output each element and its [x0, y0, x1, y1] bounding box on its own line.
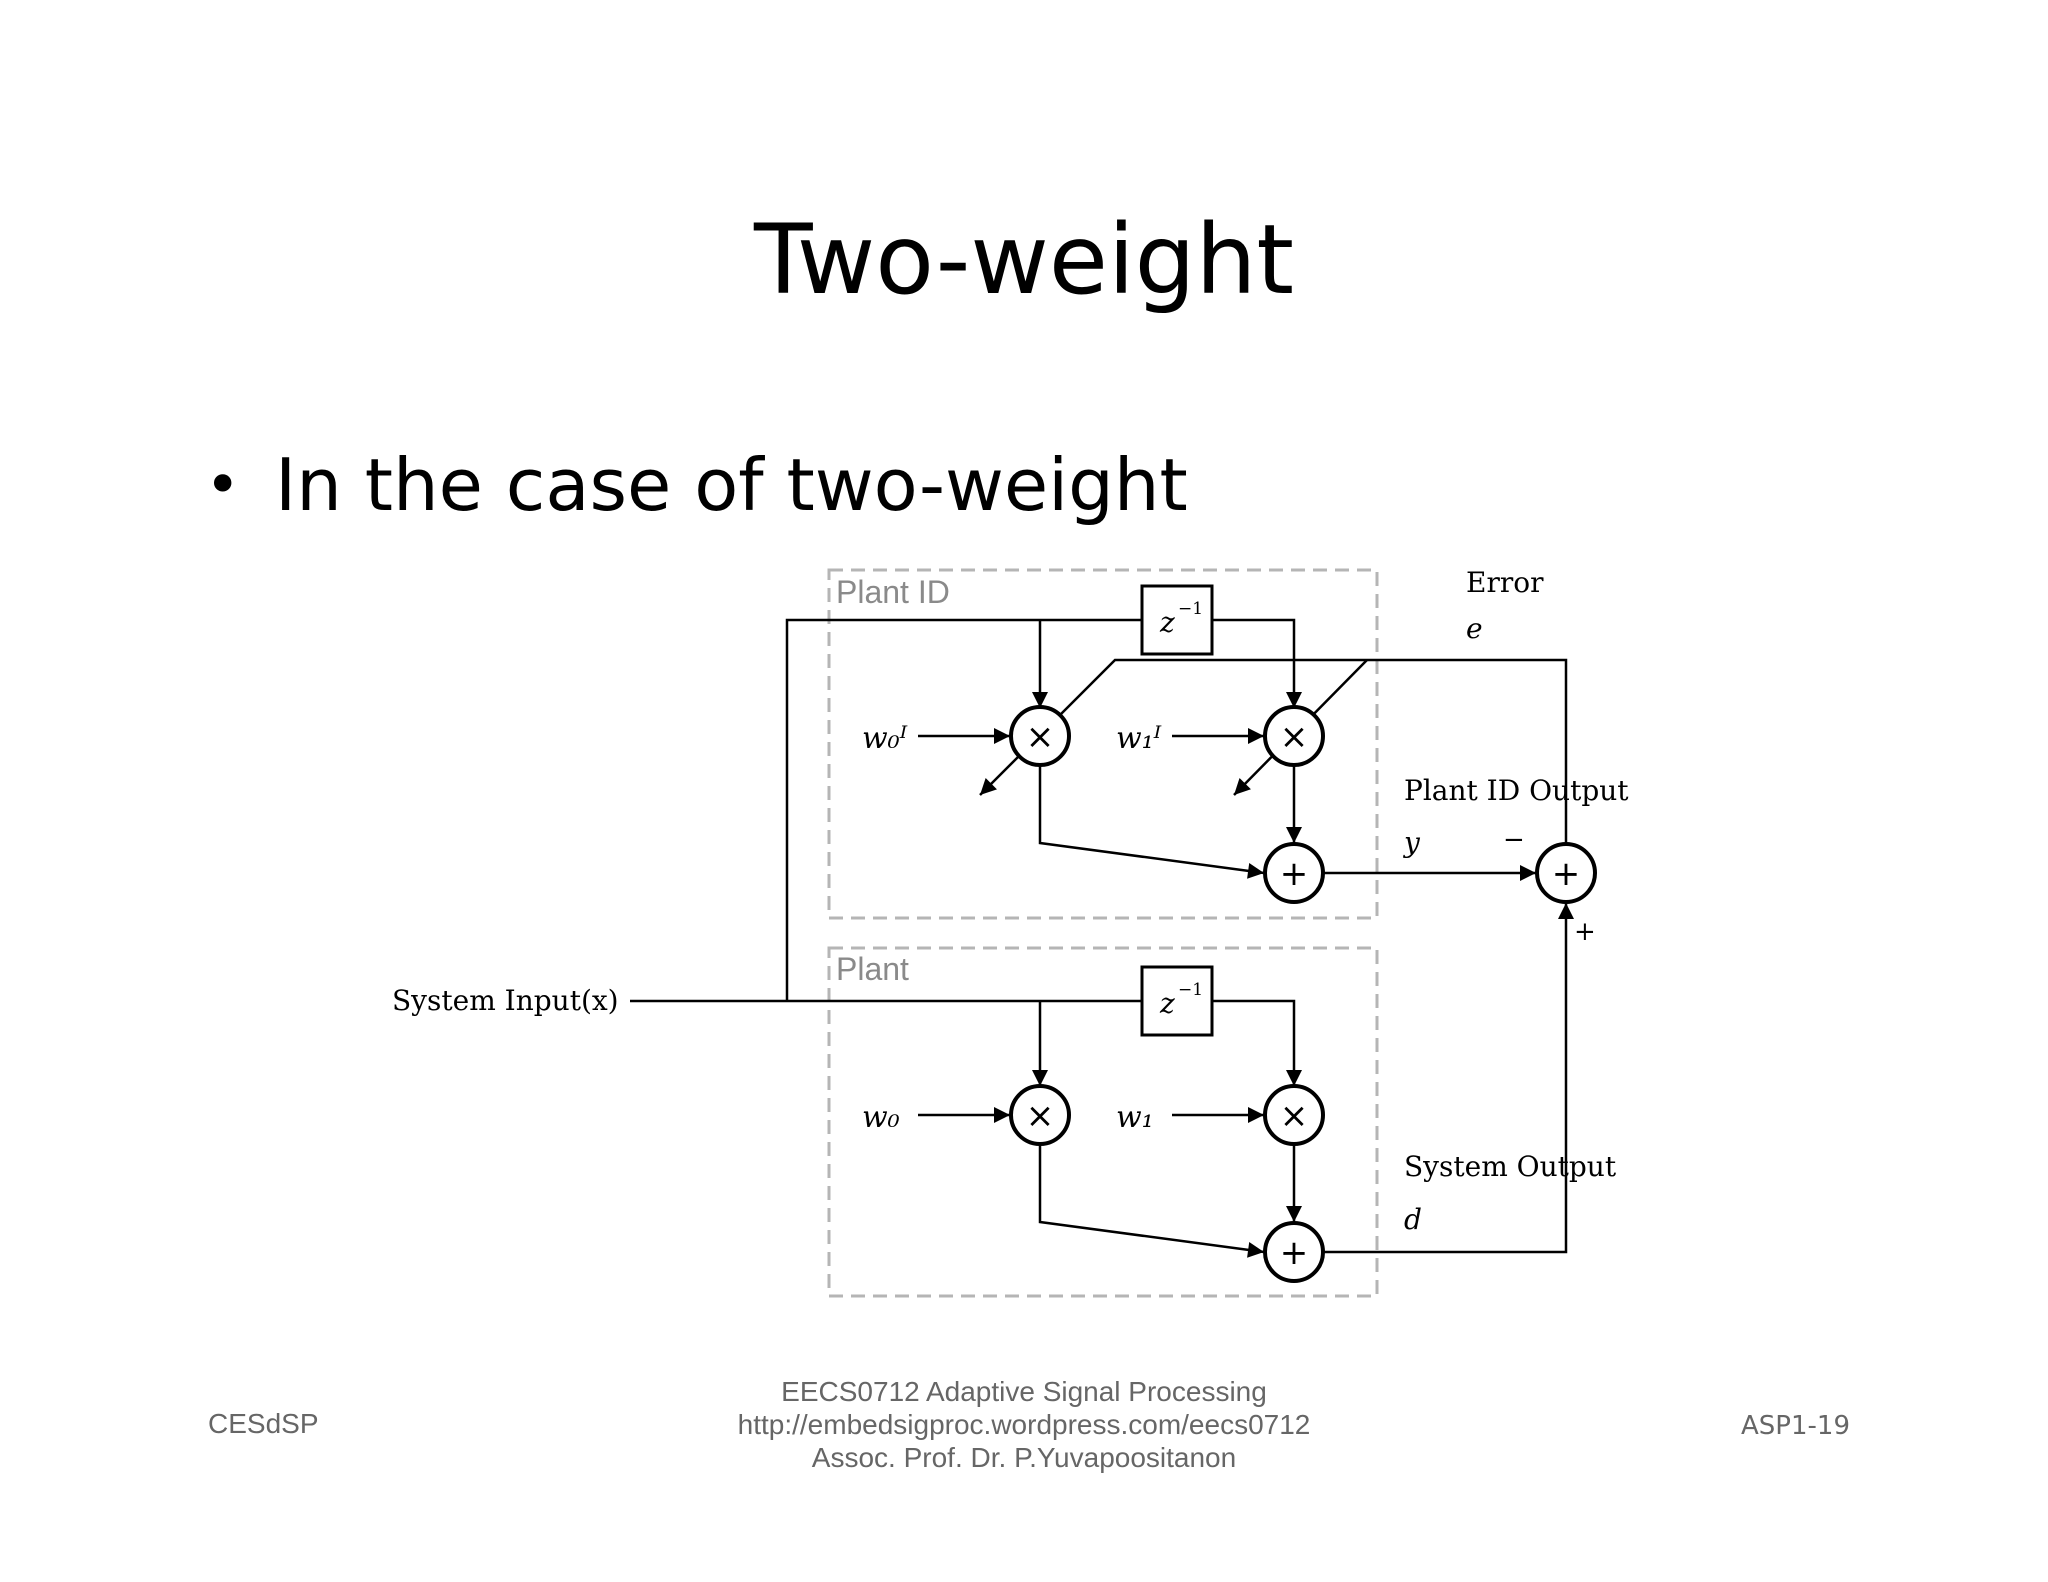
- footer-center: EECS0712 Adaptive Signal Processing http…: [624, 1375, 1424, 1474]
- system-output-label: System Output: [1404, 1150, 1617, 1183]
- plant-box-label: Plant: [836, 951, 909, 987]
- system-output-symbol: d: [1404, 1203, 1422, 1236]
- multiply-icon: ×: [1026, 717, 1055, 757]
- multiply-icon: ×: [1280, 1096, 1309, 1136]
- plant-id-input-branch: [785, 618, 1142, 1001]
- footer-course: EECS0712 Adaptive Signal Processing: [781, 1376, 1267, 1407]
- plant-delay-block: z −1: [1140, 965, 1214, 1037]
- plant-delay-to-mult1: [1212, 999, 1302, 1086]
- plant-id-delay-block: z −1: [1140, 584, 1214, 656]
- plant-id-box-label: Plant ID: [836, 574, 950, 610]
- plus-sign: +: [1574, 917, 1596, 947]
- plant-delay-exponent: −1: [1178, 980, 1203, 1000]
- plant-id-multiplier-0: [1009, 705, 1071, 767]
- plant-multiplier-1: [1263, 1084, 1325, 1146]
- minus-sign: −: [1503, 825, 1525, 855]
- plant-id-delay-symbol: z: [1159, 606, 1175, 639]
- add-icon: +: [1280, 1233, 1309, 1273]
- plant-id-delay-exponent: −1: [1178, 599, 1203, 619]
- footer-left: CESdSP: [208, 1408, 319, 1439]
- error-adder: [1535, 842, 1597, 904]
- multiply-icon: ×: [1026, 1096, 1055, 1136]
- plant-delay-symbol: z: [1159, 987, 1175, 1020]
- plant-id-output-label: Plant ID Output: [1404, 774, 1629, 807]
- bullet-text: In the case of two-weight: [275, 443, 1188, 527]
- plant-id-weight-1-label: w₁ᴵ: [1116, 721, 1162, 756]
- add-icon: +: [1280, 854, 1309, 894]
- add-icon: +: [1552, 854, 1581, 894]
- plant-box: [827, 946, 1379, 1298]
- plant-id-delay-to-mult1: [1212, 618, 1302, 708]
- footer-author: Assoc. Prof. Dr. P.Yuvapoositanon: [811, 1442, 1237, 1473]
- plant-id-multiplier-1: [1263, 705, 1325, 767]
- error-symbol: e: [1466, 612, 1483, 645]
- plant-weight-0-label: w₀: [862, 1100, 900, 1135]
- bullet-dot-icon: •: [205, 450, 241, 520]
- plant-id-box: [827, 568, 1379, 920]
- footer-url: http://embedsigproc.wordpress.com/eecs07…: [737, 1409, 1311, 1440]
- multiply-icon: ×: [1280, 717, 1309, 757]
- plant-id-weight-0-label: w₀ᴵ: [862, 721, 908, 756]
- plant-mult0-to-sum: [1038, 1145, 1265, 1258]
- plant-multiplier-0: [1009, 1084, 1071, 1146]
- system-input-label: System Input(x): [392, 984, 619, 1017]
- system-output-line: [1324, 903, 1574, 1254]
- plant-id-mult0-to-sum: [1038, 766, 1265, 879]
- plant-adder: [1263, 1221, 1325, 1283]
- plant-id-output-symbol: y: [1402, 826, 1421, 859]
- plant-weight-1-label: w₁: [1116, 1100, 1154, 1135]
- plant-id-adder: [1263, 842, 1325, 904]
- slide-number: ASP1-19: [1741, 1411, 1850, 1441]
- error-label: Error: [1466, 566, 1544, 599]
- bullet-item: • In the case of two-weight: [205, 440, 1188, 530]
- slide-title: Two-weight: [753, 204, 1295, 316]
